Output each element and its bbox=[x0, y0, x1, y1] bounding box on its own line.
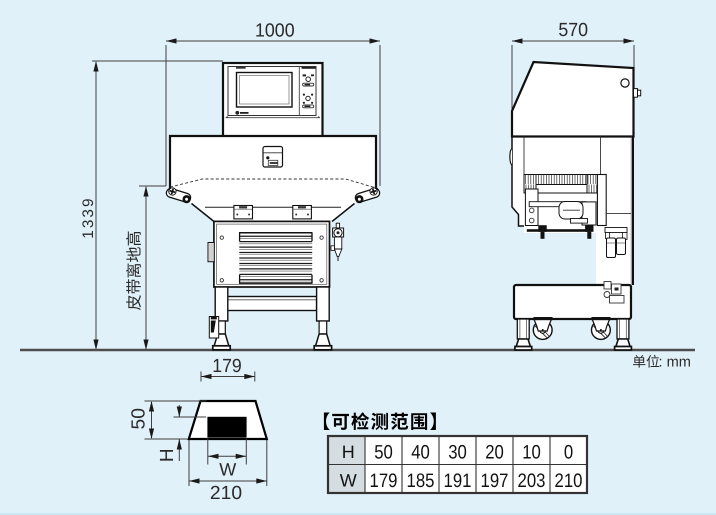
svg-text:570: 570 bbox=[558, 20, 588, 41]
svg-text:203: 203 bbox=[518, 470, 546, 492]
svg-text:30: 30 bbox=[448, 441, 467, 463]
svg-text:185: 185 bbox=[407, 470, 435, 492]
svg-text:10: 10 bbox=[522, 441, 541, 463]
svg-text:20: 20 bbox=[485, 441, 504, 463]
svg-text:H: H bbox=[342, 442, 355, 462]
svg-text:W: W bbox=[219, 459, 236, 479]
svg-text:0: 0 bbox=[564, 441, 573, 463]
svg-text:210: 210 bbox=[555, 470, 583, 492]
svg-text:40: 40 bbox=[411, 441, 430, 463]
svg-text:50: 50 bbox=[128, 408, 149, 430]
svg-text:W: W bbox=[340, 470, 357, 490]
svg-text:50: 50 bbox=[374, 441, 393, 463]
svg-text:: mm: : mm bbox=[659, 355, 691, 371]
svg-text:H: H bbox=[157, 448, 178, 462]
svg-text:191: 191 bbox=[444, 470, 472, 492]
svg-text:179: 179 bbox=[370, 470, 398, 492]
svg-text:210: 210 bbox=[210, 483, 242, 504]
svg-text:179: 179 bbox=[212, 356, 242, 377]
svg-text:197: 197 bbox=[481, 470, 509, 492]
svg-text:1000: 1000 bbox=[255, 21, 295, 42]
